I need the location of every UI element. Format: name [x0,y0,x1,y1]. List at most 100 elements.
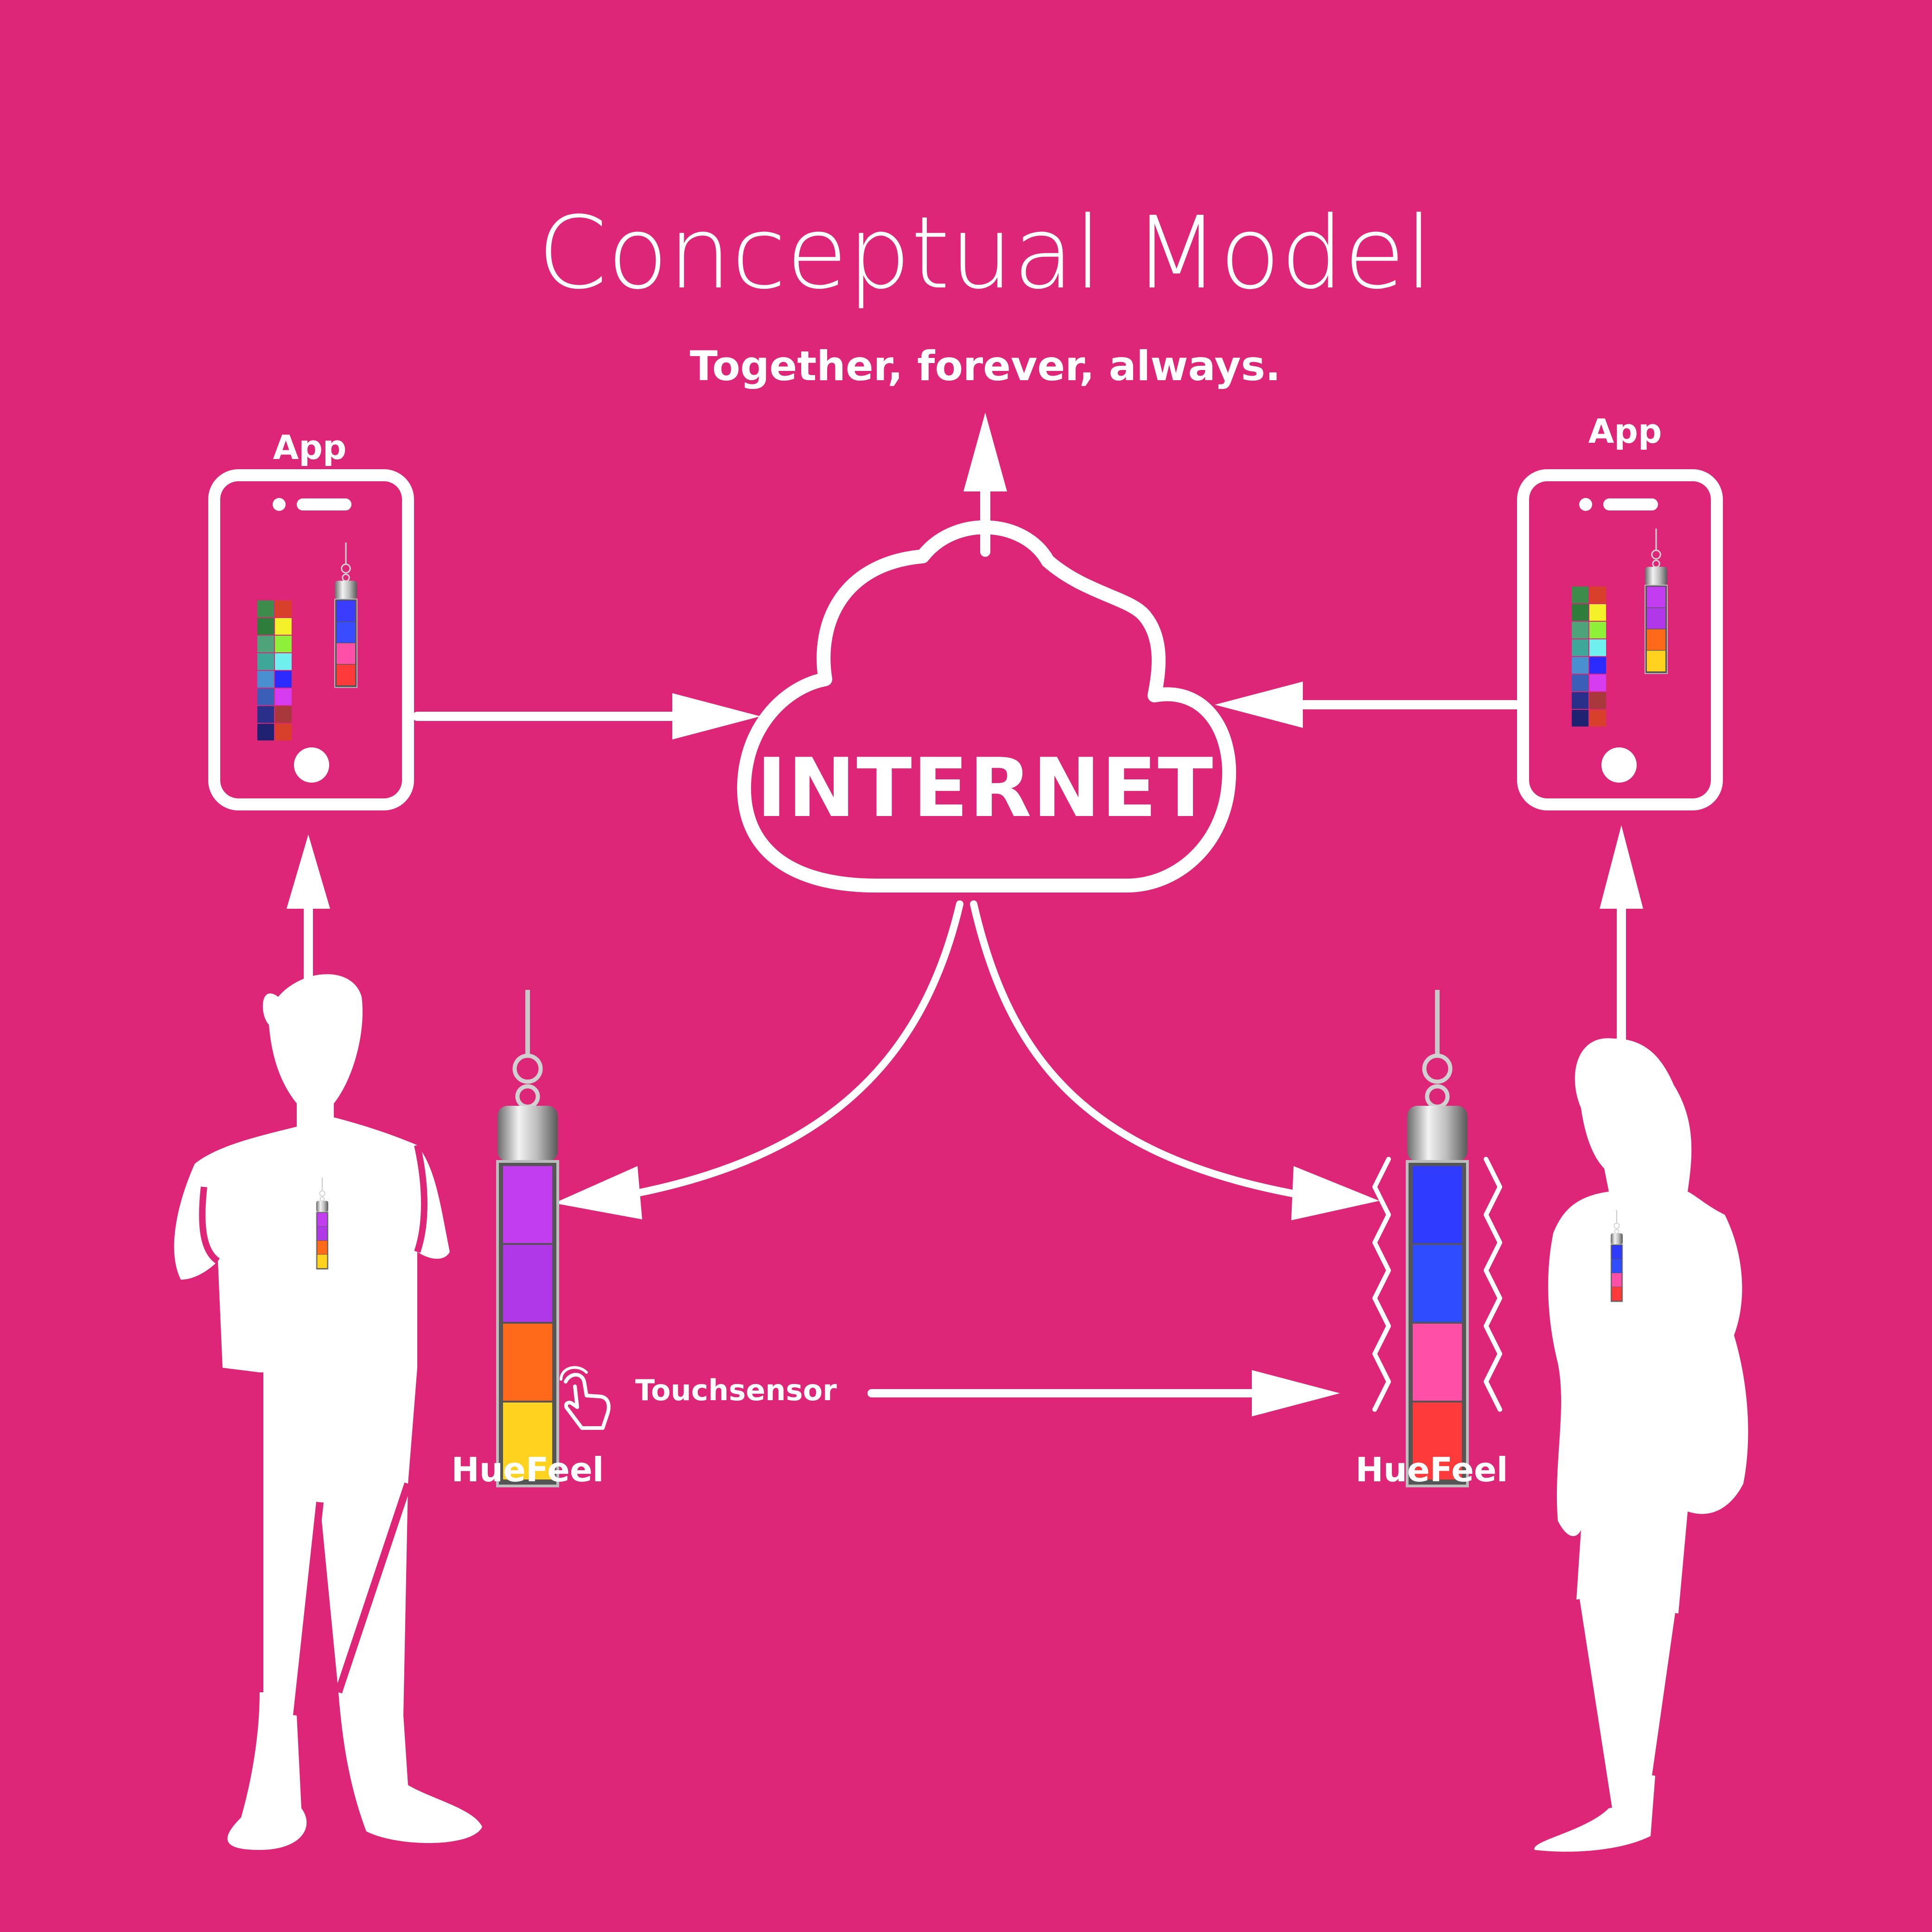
palette-swatch [1589,657,1606,674]
palette-swatch [257,689,274,705]
pendant-color-cell [1646,629,1666,650]
pendant-cap [1645,567,1667,586]
left-app-label: App [273,428,347,467]
front-camera-dot [273,498,286,511]
right-smartphone-icon [1517,469,1723,810]
left-phone-to-cloud-arrow [413,693,760,740]
palette-swatch [275,706,292,723]
palette-swatch [1589,710,1606,727]
pendant-ring [1613,1223,1620,1229]
pendant-color-cell [1646,650,1666,672]
speaker-slot [297,498,351,510]
palette-swatch [1572,710,1588,727]
right-device-label: HueFeel [1356,1450,1508,1489]
cloud-to-right-pendant-arrow [970,900,1379,1220]
right-phone-to-cloud-arrow [1215,682,1521,728]
right-huefeel-pendant-icon [1406,990,1469,1487]
touchsensor-label: Touchsensor [635,1373,837,1407]
person-male-silhouette [174,974,482,1850]
palette-swatch [1589,587,1606,603]
palette-swatch [1572,622,1588,638]
cloud-to-left-pendant-arrow [554,900,963,1219]
pendant-cap [497,1106,558,1161]
pendant-color-cell [317,1227,327,1241]
palette-swatch [257,636,274,652]
pendant-color-cell [1646,587,1666,608]
pendant-color-cell [336,622,356,643]
palette-swatch [257,600,274,617]
pendant-color-cell [317,1241,327,1255]
left-huefeel-pendant-icon [496,990,559,1487]
touch-transmission-arrow [867,1370,1340,1416]
worn-pendant-icon [1610,1210,1623,1302]
vibration-icon [1372,1157,1502,1412]
pendant-ring [319,1190,325,1197]
palette-swatch [275,618,292,635]
pendant-cap [1611,1233,1623,1244]
pendant-color-cell [336,664,356,686]
pendant-color-cell [503,1245,552,1322]
cloud-upward-arrow [963,413,1007,557]
palette-swatch [257,653,274,670]
internet-label: INTERNET [757,741,1214,835]
palette-swatch [257,706,274,723]
home-button [1601,747,1637,783]
right-app-label: App [1588,412,1662,451]
pendant-color-cell [503,1324,552,1401]
palette-swatch [1589,675,1606,691]
touch-hand-icon [560,1366,611,1430]
pendant-color-cell [1612,1259,1622,1273]
pendant-ring [341,563,351,574]
palette-swatch [1572,587,1588,603]
speaker-slot [1603,498,1658,510]
palette-swatch [257,724,274,740]
pendant-color-cell [317,1255,327,1269]
palette-swatch [257,618,274,635]
pendant-color-cell [1612,1287,1622,1301]
page-subtitle: Together, forever, always. [690,342,1281,390]
palette-swatch [275,600,292,617]
home-button [294,747,329,783]
palette-swatch [275,636,292,652]
pendant-ring [1652,560,1660,568]
palette-swatch [1572,639,1588,656]
pendant-color-cell [1413,1245,1462,1322]
palette-swatch [1589,622,1606,638]
pendant-ring [1422,1053,1453,1084]
pendant-color-cell [503,1403,552,1479]
pendant-color-cell [1612,1273,1622,1287]
pendant-cap [316,1201,328,1212]
palette-swatch [275,653,292,670]
cloud-icon: INTERNET [737,520,1236,893]
color-palette-grid [257,600,292,740]
pendant-color-cell [336,600,356,622]
worn-pendant-icon [316,1178,329,1270]
palette-swatch [275,724,292,740]
pendant-cap [1407,1106,1467,1161]
phone-pendant-preview [334,542,357,688]
palette-swatch [1589,639,1606,656]
pendant-color-cell [1612,1245,1622,1259]
front-camera-dot [1579,498,1592,511]
pendant-color-cell [503,1166,552,1243]
palette-swatch [1572,657,1588,674]
person-female-silhouette [1534,1038,1748,1852]
pendant-color-cell [1646,608,1666,629]
left-smartphone-icon [208,469,414,810]
pendant-ring [515,1084,540,1109]
right-person-to-phone-arrow [1600,825,1643,1048]
palette-swatch [1572,604,1588,621]
pendant-color-cell [1413,1403,1462,1479]
palette-swatch [275,689,292,705]
pendant-color-cell [1413,1166,1462,1243]
pendant-ring [1425,1084,1450,1109]
pendant-ring [342,574,350,582]
palette-swatch [1589,604,1606,621]
pendant-color-cell [1413,1324,1462,1401]
pendant-ring [512,1053,543,1084]
pendant-color-cell [336,643,356,664]
palette-swatch [1572,675,1588,691]
color-palette-grid [1572,587,1606,727]
left-device-label: HueFeel [452,1450,604,1489]
